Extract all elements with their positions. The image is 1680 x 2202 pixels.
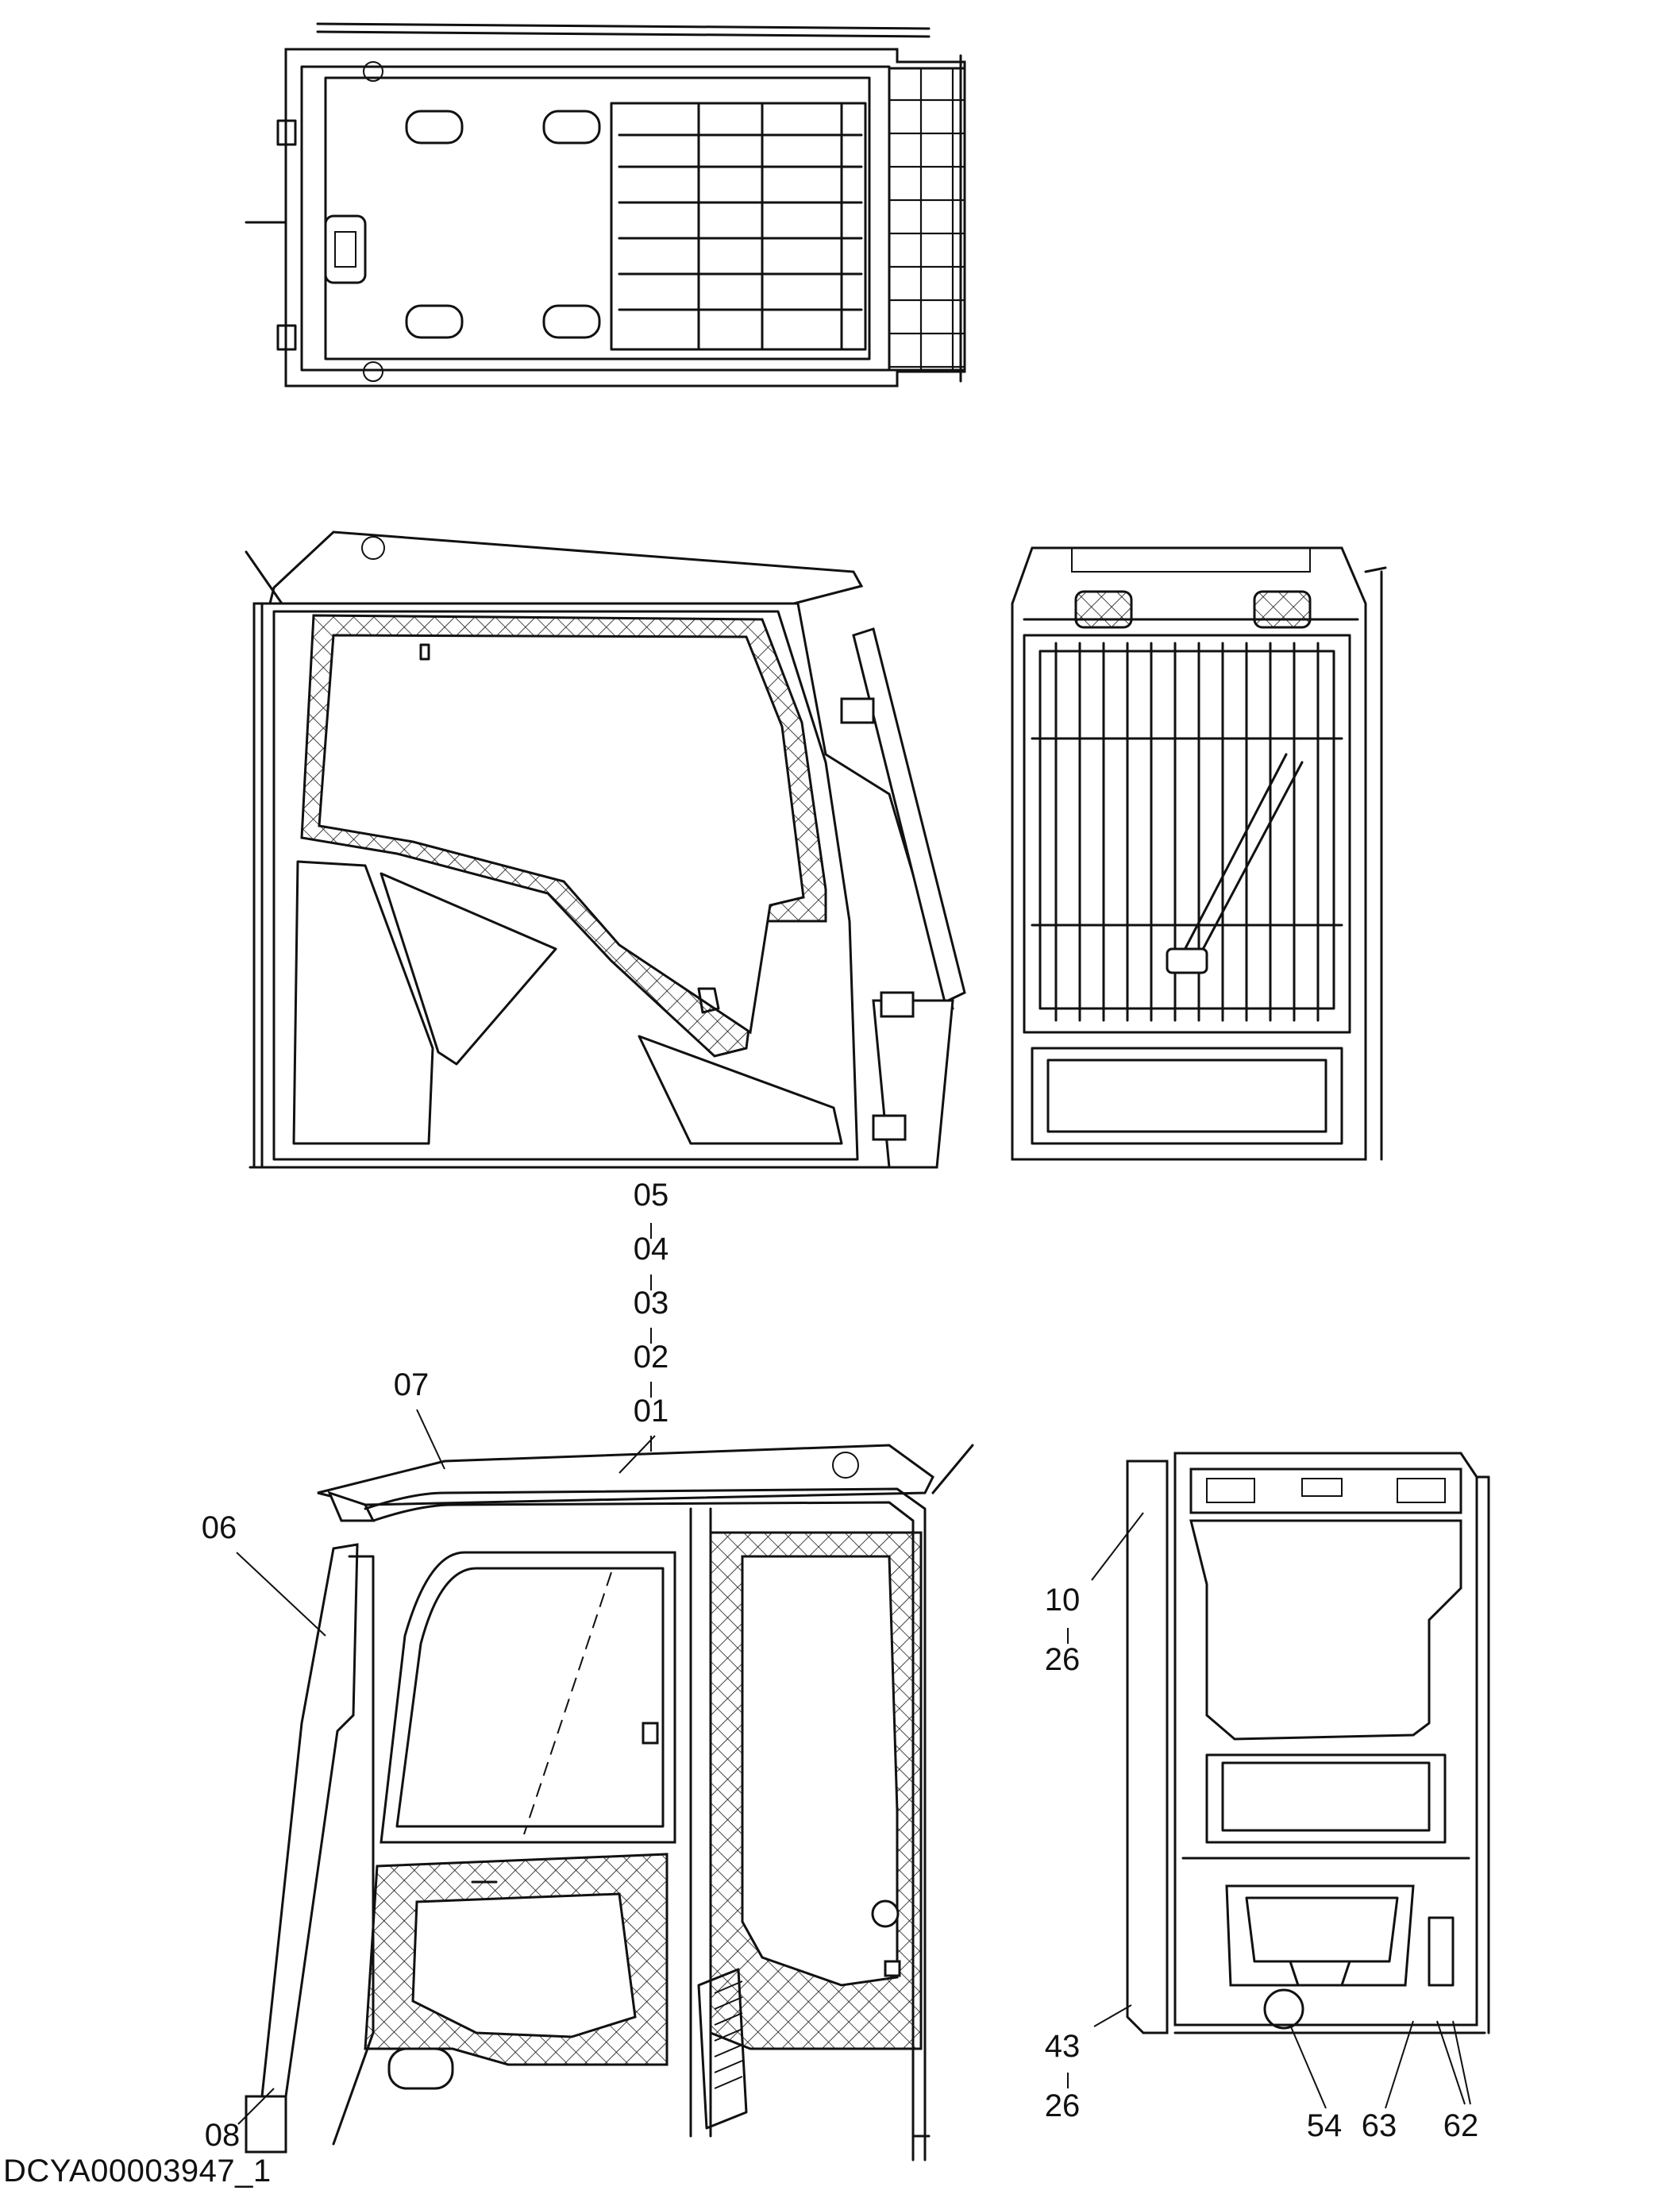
callout-07: 07 — [394, 1367, 430, 1402]
callout-05: 05 — [634, 1178, 669, 1213]
callout-01: 01 — [634, 1394, 669, 1429]
callout-04: 04 — [634, 1232, 669, 1267]
iso-vent-grille — [714, 1980, 743, 2089]
callout-08: 08 — [205, 2118, 241, 2153]
callout-leaders — [236, 1223, 1471, 2125]
callout-63: 63 — [1362, 2108, 1397, 2143]
callout-labels: 05 04 03 02 01 07 06 08 10 26 43 26 54 6… — [202, 1178, 1479, 2153]
callout-26-top: 26 — [1045, 1642, 1081, 1677]
top-view — [245, 22, 966, 388]
guard-view — [1011, 546, 1387, 1161]
drawing-code: DCYA00003947_1 — [3, 2154, 272, 2189]
callout-54: 54 — [1307, 2108, 1343, 2143]
iso-view — [245, 1444, 974, 2162]
callout-02: 02 — [634, 1340, 669, 1375]
callout-03: 03 — [634, 1286, 669, 1321]
callout-62: 62 — [1443, 2108, 1479, 2143]
guard-bars — [1054, 642, 1320, 1022]
callout-10: 10 — [1045, 1583, 1081, 1618]
callout-26-bottom: 26 — [1045, 2088, 1081, 2123]
callout-43: 43 — [1045, 2029, 1081, 2064]
callout-06: 06 — [202, 1510, 237, 1545]
side-view — [245, 530, 966, 1169]
rear-view — [1126, 1452, 1490, 2034]
